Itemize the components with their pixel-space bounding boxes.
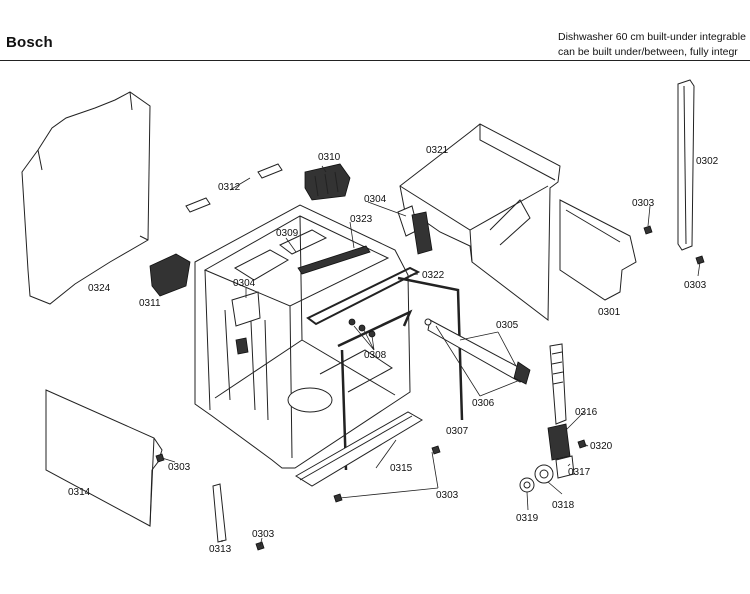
label-0301: 0301 [598, 307, 621, 318]
gasket-frame-0322 [306, 266, 421, 326]
model-description: Dishwasher 60 cm built-under integrable … [558, 30, 746, 60]
label-0304-right: 0304 [364, 194, 387, 205]
label-0305: 0305 [496, 320, 519, 331]
clip-0311 [149, 253, 191, 297]
label-0318: 0318 [552, 500, 575, 511]
label-0321: 0321 [426, 145, 449, 156]
screw-0303-far-right [695, 255, 705, 265]
rail-0323 [297, 245, 371, 275]
label-0311: 0311 [139, 298, 161, 309]
label-0303-right: 0303 [632, 198, 655, 209]
label-0314: 0314 [68, 487, 91, 498]
brand-name: Bosch [6, 34, 53, 51]
label-0308: 0308 [364, 350, 387, 361]
label-0302: 0302 [696, 156, 719, 167]
side-panel-0324 [21, 91, 151, 305]
label-0310: 0310 [318, 152, 341, 163]
label-0306: 0306 [472, 398, 495, 409]
nut-0318 [534, 464, 554, 484]
slide-0312a [257, 163, 283, 179]
label-0315: 0315 [390, 463, 413, 474]
fitting-0317 [555, 455, 575, 479]
screw-0320 [577, 439, 587, 449]
sump-opening [287, 387, 333, 413]
tub-body [194, 204, 411, 469]
side-panel-0301 [559, 199, 637, 301]
label-0319: 0319 [516, 513, 539, 524]
label-0323: 0323 [350, 214, 373, 225]
header-divider [0, 60, 750, 61]
strip-0313 [212, 483, 227, 543]
screw-0303-base [333, 493, 343, 503]
label-0320: 0320 [590, 441, 613, 452]
label-0303-left: 0303 [168, 462, 191, 473]
label-0307: 0307 [446, 426, 469, 437]
slide-0312b [185, 197, 211, 213]
label-0304-left: 0304 [233, 278, 256, 289]
label-0324: 0324 [88, 283, 111, 294]
panel-0314 [45, 389, 163, 527]
hose-0316 [549, 343, 567, 425]
model-line-1: Dishwasher 60 cm built-under integrable [558, 31, 746, 43]
base-plate-0315 [295, 411, 423, 487]
screw-0303-right [643, 225, 653, 235]
washer-0319 [519, 477, 535, 493]
label-0303-far-right: 0303 [684, 280, 707, 291]
model-line-2: can be built under/between, fully integr [558, 46, 738, 58]
label-0313: 0313 [209, 544, 232, 555]
screw-0303-bottom [431, 445, 441, 455]
screw-0303-left [155, 453, 165, 463]
label-0303-bottom: 0303 [436, 490, 459, 501]
label-0317: 0317 [568, 467, 591, 478]
label-0322: 0322 [422, 270, 445, 281]
label-0316: 0316 [575, 407, 598, 418]
vertical-strip-0302 [677, 79, 695, 251]
label-0309: 0309 [276, 228, 299, 239]
label-0312: 0312 [218, 182, 241, 193]
label-0303-low: 0303 [252, 529, 275, 540]
bracket-0304-left [231, 291, 261, 327]
clip-0310 [304, 163, 351, 201]
gasket-0307 [397, 276, 464, 421]
